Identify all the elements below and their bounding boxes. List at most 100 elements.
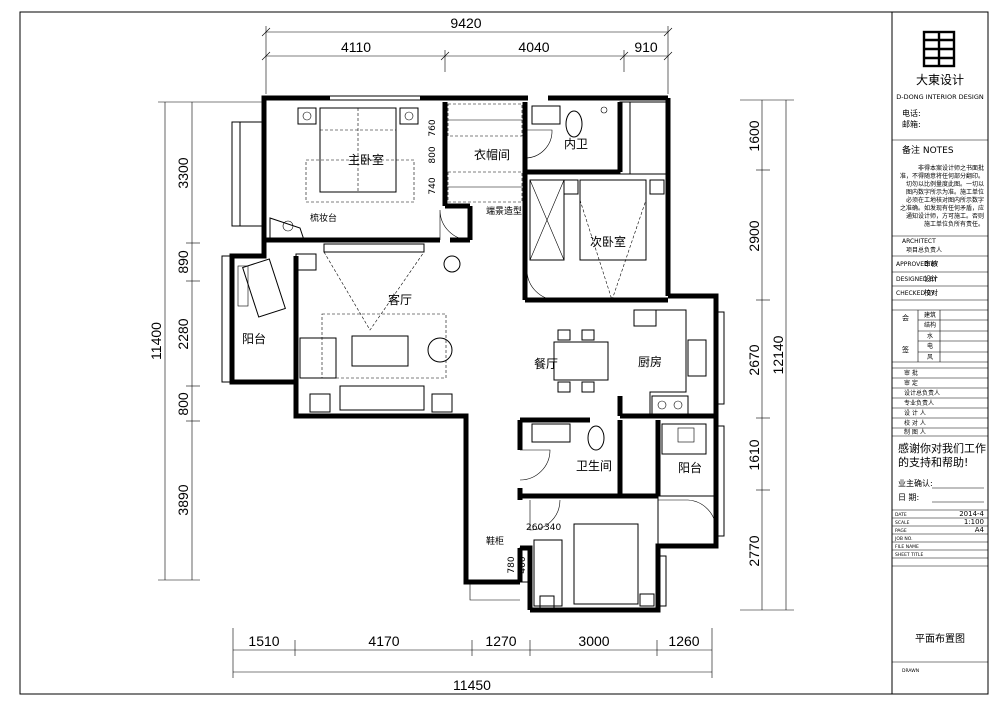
label-kitchen: 厨房	[638, 354, 662, 369]
thanks-line-2: 的支持和帮助!	[898, 455, 968, 469]
discipline-4: 风	[927, 354, 933, 361]
sign-row-0: 审 批	[904, 369, 918, 377]
dim-800: 800	[428, 146, 438, 163]
date-label: 日 期:	[898, 493, 919, 502]
dim-780: 780	[507, 556, 517, 573]
architect-label: ARCHITECT	[902, 238, 936, 245]
meta-label-job: JOB NO.	[894, 536, 913, 542]
doors	[439, 129, 717, 601]
discipline-0: 建筑	[924, 311, 936, 319]
dim-right-b: 2900	[746, 220, 762, 251]
discipline-1: 结构	[924, 321, 936, 329]
sign-row-4: 设 计 人	[904, 409, 926, 417]
checked-cn: 校对	[924, 288, 938, 297]
label-entry-feature: 端景造型	[486, 205, 522, 217]
dim-left-total: 11400	[148, 322, 164, 360]
walls	[229, 95, 719, 613]
designed-cn: 设计	[924, 274, 938, 283]
dim-left-c: 2280	[175, 318, 191, 349]
dim-bottom-e: 1260	[668, 633, 699, 649]
windows	[221, 95, 725, 607]
notes-label: 备注 NOTES	[902, 144, 954, 156]
meta-label-sheet: SHEET TITLE	[895, 552, 923, 558]
dim-bottom-c: 1270	[485, 633, 516, 649]
meta-label-date: DATE	[895, 512, 907, 518]
sign-row-6: 制 图 人	[904, 428, 926, 436]
sign-row-3: 专业负责人	[904, 399, 934, 407]
dim-bottom-b: 4170	[368, 633, 399, 649]
svg-text:通知设计师，方可施工。否则: 通知设计师，方可施工。否则	[906, 212, 984, 220]
notes-text: 非得本案设计师之书面批 准，不得随意将任何部分翻印。 切勿以比例量度此图。一切以…	[900, 164, 984, 228]
dim-right-a: 1600	[746, 120, 762, 151]
label-vanity: 梳妆台	[310, 212, 337, 224]
label-bathroom: 卫生间	[576, 459, 612, 473]
label-dressing: 衣帽间	[474, 147, 510, 162]
title-block: 大東设计 D-DONG INTERIOR DESIGN 电话: 邮箱: 备注 N…	[892, 30, 988, 674]
dim-right-e: 2770	[746, 535, 762, 566]
dim-260: 260	[526, 523, 543, 533]
meta-label-page: PAGE	[895, 528, 907, 534]
svg-text:准，不得随意将任何部分翻印。: 准，不得随意将任何部分翻印。	[900, 172, 984, 180]
left-dimensions: 3300 890 2280 800 3890 11400	[148, 101, 262, 581]
svg-text:施工单位负所有责任。: 施工单位负所有责任。	[924, 220, 984, 228]
meta-value-page: A4	[975, 526, 985, 534]
furniture	[237, 103, 707, 609]
drawing-frame	[19, 11, 989, 695]
company-name-en: D-DONG INTERIOR DESIGN	[896, 93, 984, 101]
approved-cn: 审核	[924, 259, 938, 268]
meta-value-date: 2014-4	[959, 510, 984, 518]
label-second-bedroom: 次卧室	[590, 234, 626, 249]
owner-confirm-label: 业主确认:	[898, 478, 933, 488]
dim-left-a: 3300	[175, 157, 191, 188]
dim-top-total: 9420	[450, 15, 481, 31]
dim-left-d: 800	[175, 392, 191, 416]
discipline-3: 电	[927, 342, 933, 350]
checked-en: CHECKED BY	[896, 290, 935, 297]
sign-row-5: 校 对 人	[904, 419, 926, 427]
dim-340: 340	[544, 523, 561, 533]
approved-en: APPROVED BY	[896, 261, 938, 268]
dim-760: 760	[428, 119, 438, 136]
tel-label: 电话:	[902, 108, 921, 118]
dim-right-d: 1610	[746, 439, 762, 470]
label-shoe-cabinet: 鞋柜	[486, 535, 504, 547]
svg-text:必须在工地核对图内所示数字: 必须在工地核对图内所示数字	[906, 196, 984, 204]
dim-right-total: 12140	[770, 335, 786, 374]
project-lead-label: 项目总负责人	[906, 246, 942, 254]
label-balcony-left: 阳台	[242, 331, 266, 346]
dim-400: 400	[518, 556, 528, 573]
email-label: 邮箱:	[902, 119, 921, 129]
meta-value-scale: 1:100	[964, 518, 984, 526]
label-dining: 餐厅	[534, 356, 558, 371]
sheet-title: 平面布置图	[915, 633, 965, 645]
dim-bottom-total: 11450	[453, 677, 491, 693]
dim-740: 740	[428, 177, 438, 194]
top-dimensions: 9420 4110 4040 910	[261, 15, 673, 94]
label-balcony-right: 阳台	[678, 460, 702, 475]
dim-left-e: 3890	[175, 484, 191, 515]
dim-bottom-d: 3000	[578, 633, 609, 649]
dim-right-c: 2670	[746, 344, 762, 375]
bottom-dimensions: 1510 4170 1270 3000 1260 11450	[232, 628, 713, 693]
meta-label-file: FILE NAME	[895, 544, 919, 550]
qian-label: 签	[902, 345, 909, 354]
discipline-2: 水	[927, 332, 933, 340]
dim-top-c: 910	[634, 39, 658, 55]
drawn-label: DRAWN	[902, 668, 919, 674]
label-en-suite: 内卫	[564, 137, 588, 151]
svg-text:之准确。如发现有任何矛盾，应: 之准确。如发现有任何矛盾，应	[900, 204, 984, 212]
svg-text:切勿以比例量度此图。一切以: 切勿以比例量度此图。一切以	[906, 180, 984, 188]
sign-row-1: 审 定	[904, 379, 918, 387]
company-name: 大東设计	[916, 73, 964, 87]
label-living: 客厅	[388, 292, 412, 307]
svg-text:非得本案设计师之书面批: 非得本案设计师之书面批	[918, 164, 984, 172]
dim-top-b: 4040	[518, 39, 549, 55]
dim-left-b: 890	[175, 250, 191, 274]
label-master-bedroom: 主卧室	[348, 152, 384, 167]
meta-label-scale: SCALE	[895, 520, 910, 526]
room-labels: 主卧室 衣帽间 内卫 次卧室 客厅 阳台 餐厅 厨房 卫生间 阳台 梳妆台 端景…	[242, 119, 702, 573]
right-dimensions: 1600 2900 2670 1610 2770 12140	[740, 99, 794, 611]
hui-label: 会	[902, 313, 909, 322]
company-logo-icon	[922, 30, 956, 68]
thanks-line-1: 感谢你对我们工作	[898, 441, 986, 455]
